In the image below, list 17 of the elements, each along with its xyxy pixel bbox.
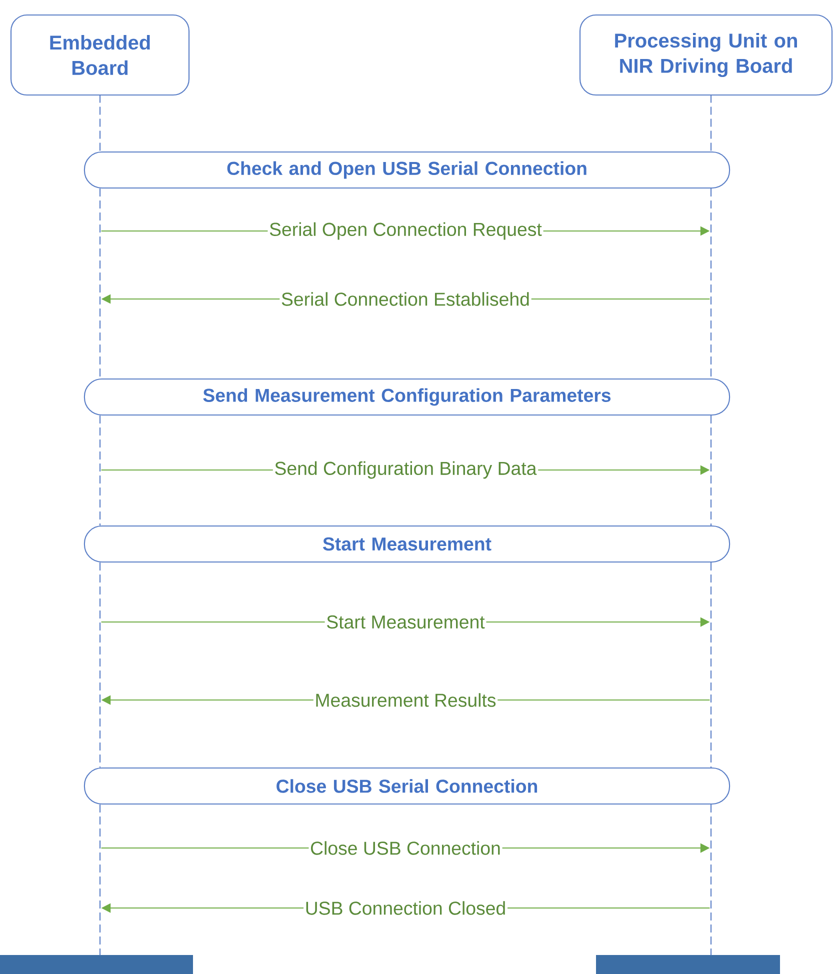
end-bar	[596, 955, 780, 974]
lifeline	[99, 94, 101, 956]
lifeline	[710, 94, 712, 956]
edge-label: Close USB Connection	[308, 840, 502, 856]
phase-band: Send Measurement Configuration Parameters	[84, 378, 730, 416]
phase-band: Start Measurement	[84, 525, 730, 563]
edge-label: Serial Connection Establisehd	[280, 290, 532, 308]
edge-label: Start Measurement	[324, 614, 486, 630]
participant-box: Processing Unit on NIR Driving Board	[579, 14, 833, 96]
participant-box: Embedded Board	[10, 14, 190, 96]
edge-label: Serial Open Connection Request	[268, 220, 544, 242]
phase-band: Check and Open USB Serial Connection	[84, 151, 730, 189]
edge-label: USB Connection Closed	[304, 900, 508, 916]
edge-label: Measurement Results	[313, 692, 498, 708]
phase-band: Close USB Serial Connection	[84, 767, 730, 805]
end-bar	[0, 955, 193, 974]
edge-label: Send Configuration Binary Data	[272, 460, 538, 480]
